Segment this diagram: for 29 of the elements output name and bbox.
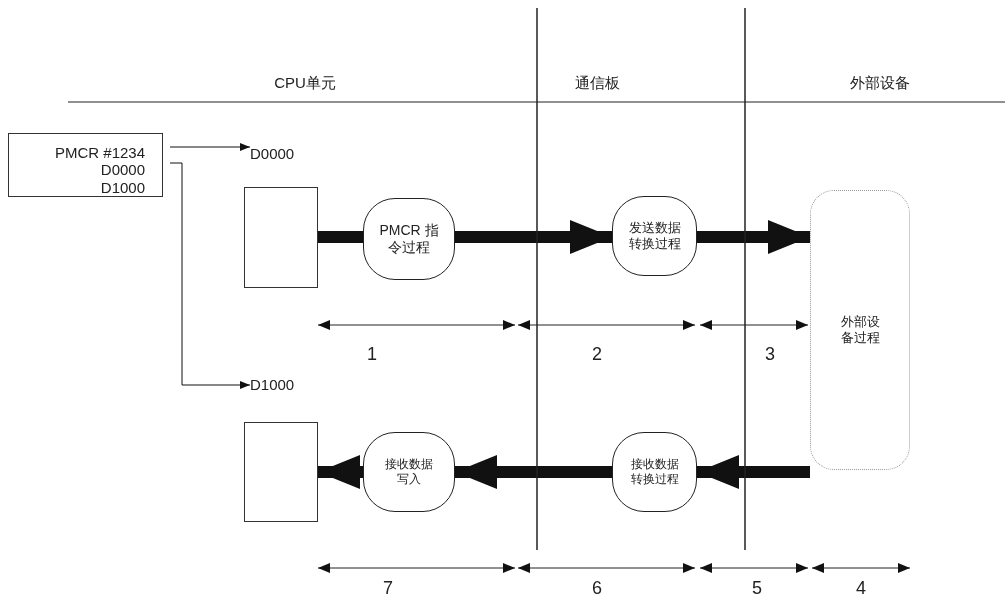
dimension-label: 2: [592, 344, 602, 365]
dimension-label: 5: [752, 578, 762, 599]
process-box: PMCR 指令过程: [363, 198, 455, 280]
column-header: 通信板: [574, 74, 620, 93]
arrow: [169, 162, 251, 389]
dimension-label: 4: [856, 578, 866, 599]
column-header: 外部设备: [850, 74, 910, 93]
instruction-box: [8, 133, 163, 197]
thick-arrow: [455, 455, 612, 489]
process-box: 接收数据转换过程: [612, 432, 697, 512]
register-label: D1000: [250, 376, 295, 395]
thick-arrow: [697, 220, 810, 254]
memory-box: [244, 187, 318, 288]
dimension-label: 7: [383, 578, 393, 599]
column-header: CPU单元: [274, 74, 336, 93]
process-box: 接收数据写入: [363, 432, 455, 512]
register-label: D0000: [250, 145, 295, 164]
memory-box: [244, 422, 318, 522]
dimension-label: 1: [367, 344, 377, 365]
dimension-label: 6: [592, 578, 602, 599]
thick-arrow: [697, 455, 810, 489]
box-text: D1000: [100, 178, 145, 196]
arrow: [169, 143, 251, 151]
box-text: PMCR #1234: [54, 144, 145, 162]
thick-arrow: [455, 220, 612, 254]
thick-arrow: [318, 455, 363, 489]
box-text: D0000: [100, 161, 145, 179]
dimension-label: 3: [765, 344, 775, 365]
process-box: 发送数据转换过程: [612, 196, 697, 276]
